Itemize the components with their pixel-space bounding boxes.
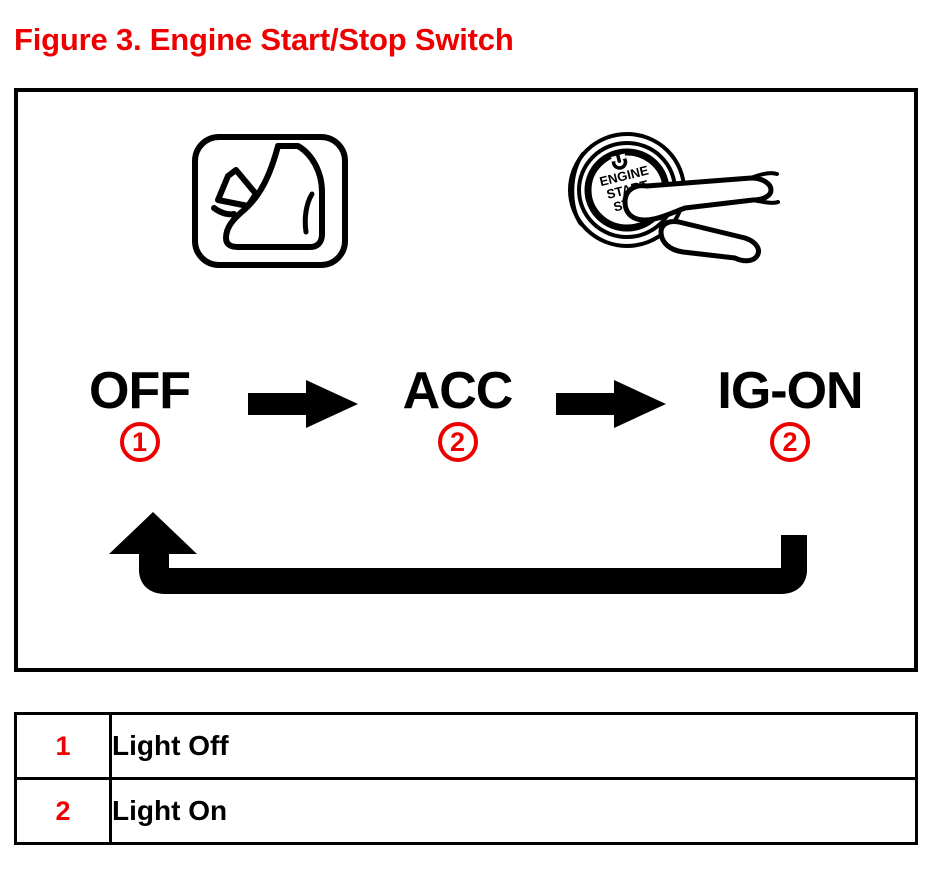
brake-pedal-icon bbox=[190, 132, 350, 272]
legend-number: 1 bbox=[14, 712, 112, 780]
legend-description: Light Off bbox=[109, 712, 918, 780]
state-off-label: OFF bbox=[89, 362, 191, 420]
arrow-acc-to-igon-icon bbox=[556, 380, 666, 428]
arrow-off-to-acc-icon bbox=[248, 380, 358, 428]
state-ig-on-label: IG-ON bbox=[717, 362, 863, 420]
state-ig-on-badge: 2 bbox=[770, 422, 810, 462]
state-acc: ACC 2 bbox=[380, 365, 535, 462]
table-row: 1 Light Off bbox=[14, 712, 918, 780]
state-off: OFF 1 bbox=[62, 365, 217, 462]
state-ig-on: IG-ON 2 bbox=[690, 365, 890, 462]
legend-number: 2 bbox=[14, 777, 112, 845]
state-off-badge: 1 bbox=[119, 422, 160, 462]
legend-table: 1 Light Off 2 Light On bbox=[14, 712, 918, 845]
state-acc-label: ACC bbox=[402, 362, 514, 420]
table-row: 2 Light On bbox=[14, 777, 918, 845]
loopback-arrow-icon bbox=[95, 510, 835, 615]
page-title: Figure 3. Engine Start/Stop Switch bbox=[14, 22, 514, 57]
state-acc-badge: 2 bbox=[437, 422, 478, 462]
legend-description: Light On bbox=[109, 777, 918, 845]
engine-start-stop-button-icon: ENGINE START STOP bbox=[565, 128, 780, 278]
